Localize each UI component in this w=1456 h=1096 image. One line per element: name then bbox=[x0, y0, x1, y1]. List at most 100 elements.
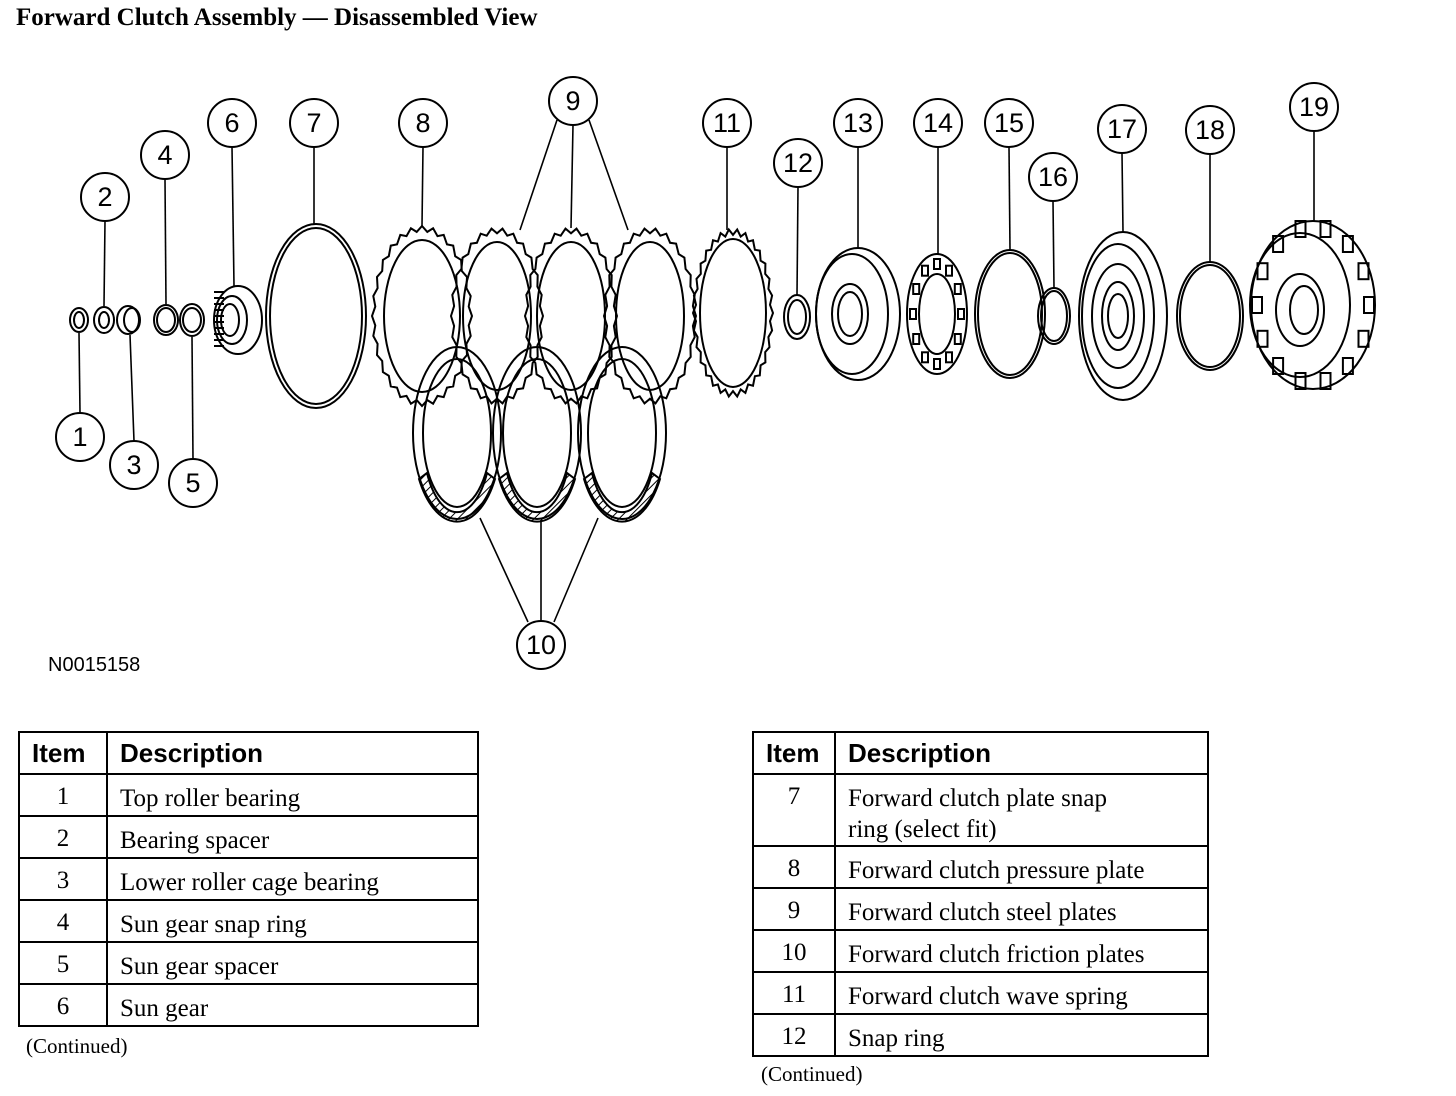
callout-number: 18 bbox=[1195, 115, 1225, 145]
cylinder-seal bbox=[1176, 261, 1244, 371]
callout-5: 5 bbox=[168, 458, 218, 508]
callout-4: 4 bbox=[140, 130, 190, 180]
callout-10: 10 bbox=[516, 620, 566, 670]
leader-line bbox=[553, 517, 599, 623]
leader-line bbox=[570, 124, 574, 229]
callout-number: 19 bbox=[1299, 92, 1329, 122]
callout-3: 3 bbox=[109, 440, 159, 490]
description-header: Description bbox=[106, 731, 479, 775]
callout-number: 11 bbox=[713, 108, 741, 138]
page-title: Forward Clutch Assembly — Disassembled V… bbox=[16, 4, 538, 31]
leader-line bbox=[519, 119, 558, 231]
leader-line bbox=[191, 336, 194, 460]
item-number: 2 bbox=[18, 815, 108, 859]
item-description: Sun gear snap ring bbox=[106, 899, 479, 943]
callout-number: 10 bbox=[526, 630, 556, 660]
item-number: 10 bbox=[752, 929, 836, 973]
leader-line bbox=[103, 220, 106, 307]
callout-1: 1 bbox=[55, 412, 105, 462]
outer-seal bbox=[974, 249, 1046, 379]
sun-gear-snap-ring bbox=[153, 304, 179, 336]
forward-clutch-drum bbox=[1250, 220, 1376, 390]
callout-number: 4 bbox=[157, 140, 172, 170]
item-description: Forward clutch wave spring bbox=[834, 971, 1209, 1015]
item-header: Item bbox=[752, 731, 836, 775]
callout-19: 19 bbox=[1289, 82, 1339, 132]
leader-line bbox=[588, 119, 629, 231]
callout-number: 7 bbox=[306, 108, 321, 138]
item-number: 1 bbox=[18, 773, 108, 817]
continued-note: (Continued) bbox=[761, 1062, 863, 1086]
sun-gear bbox=[213, 285, 263, 355]
callout-number: 1 bbox=[72, 422, 87, 452]
leader-line bbox=[78, 332, 81, 414]
forward-clutch-plate-snap-ring bbox=[265, 223, 367, 409]
callout-number: 12 bbox=[783, 148, 813, 178]
item-description: Snap ring bbox=[834, 1013, 1209, 1057]
continued-note: (Continued) bbox=[26, 1034, 128, 1058]
leader-line bbox=[796, 186, 799, 296]
callout-number: 15 bbox=[994, 108, 1024, 138]
item-description: Sun gear spacer bbox=[106, 941, 479, 985]
item-header: Item bbox=[18, 731, 108, 775]
item-number: 7 bbox=[752, 773, 836, 847]
item-description: Top roller bearing bbox=[106, 773, 479, 817]
leader-line bbox=[1008, 146, 1011, 251]
forward-clutch-steel-plate bbox=[449, 227, 545, 405]
item-description: Sun gear bbox=[106, 983, 479, 1027]
callout-number: 9 bbox=[565, 86, 580, 116]
item-description: Forward clutch pressure plate bbox=[834, 845, 1209, 889]
callout-number: 14 bbox=[923, 108, 953, 138]
leader-line bbox=[1052, 200, 1055, 289]
item-description: Lower roller cage bearing bbox=[106, 857, 479, 901]
callout-9: 9 bbox=[548, 76, 598, 126]
forward-clutch-pressure-plate bbox=[370, 224, 474, 408]
callout-15: 15 bbox=[984, 98, 1034, 148]
callout-7: 7 bbox=[289, 98, 339, 148]
callout-number: 8 bbox=[415, 108, 430, 138]
callout-number: 6 bbox=[224, 108, 239, 138]
forward-clutch-wave-spring bbox=[691, 227, 775, 399]
item-number: 6 bbox=[18, 983, 108, 1027]
top-roller-bearing bbox=[69, 307, 89, 333]
callout-11: 11 bbox=[702, 98, 752, 148]
callout-8: 8 bbox=[398, 98, 448, 148]
item-number: 5 bbox=[18, 941, 108, 985]
bearing-spacer bbox=[93, 306, 115, 334]
callout-number: 2 bbox=[97, 182, 112, 212]
sun-gear-spacer bbox=[179, 303, 205, 337]
item-number: 11 bbox=[752, 971, 836, 1015]
callout-number: 17 bbox=[1107, 114, 1137, 144]
callout-16: 16 bbox=[1028, 152, 1078, 202]
callout-number: 16 bbox=[1038, 162, 1068, 192]
callout-2: 2 bbox=[80, 172, 130, 222]
callout-18: 18 bbox=[1185, 105, 1235, 155]
callout-12: 12 bbox=[773, 138, 823, 188]
forward-clutch-steel-plate bbox=[602, 227, 698, 405]
callout-17: 17 bbox=[1097, 104, 1147, 154]
item-number: 9 bbox=[752, 887, 836, 931]
leader-line bbox=[1121, 152, 1124, 233]
item-description: Forward clutch steel plates bbox=[834, 887, 1209, 931]
callout-number: 5 bbox=[185, 468, 200, 498]
leader-line bbox=[129, 334, 135, 442]
forward-clutch-steel-plate bbox=[523, 227, 619, 405]
leader-line bbox=[231, 146, 235, 287]
item-number: 3 bbox=[18, 857, 108, 901]
callout-number: 3 bbox=[126, 450, 141, 480]
item-description: Bearing spacer bbox=[106, 815, 479, 859]
piston-spring-retainer bbox=[906, 253, 968, 375]
description-header: Description bbox=[834, 731, 1209, 775]
